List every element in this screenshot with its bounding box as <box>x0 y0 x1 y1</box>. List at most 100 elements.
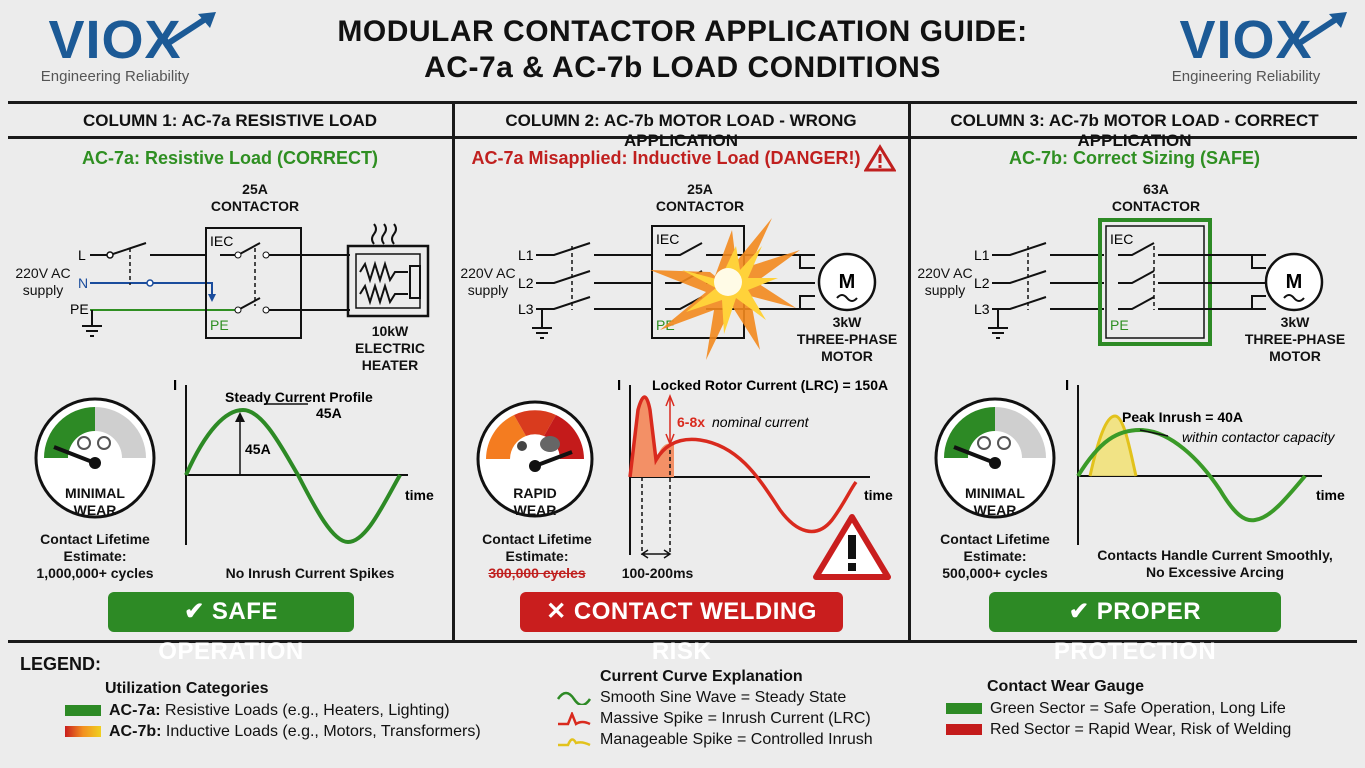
svg-text:IEC: IEC <box>1110 231 1133 247</box>
page-title: MODULAR CONTACTOR APPLICATION GUIDE: AC-… <box>300 14 1065 86</box>
glasses-icon <box>77 436 91 450</box>
svg-text:within contactor capacity: within contactor capacity <box>1182 429 1336 445</box>
controlled-inrush-chart: I time Peak Inrush = 40A within contacto… <box>1065 377 1345 545</box>
column-2-header: COLUMN 2: AC-7b MOTOR LOAD - WRONG APPLI… <box>505 111 857 150</box>
svg-text:45A: 45A <box>245 441 271 457</box>
legend-red-sector: Red Sector = Rapid Wear, Risk of Welding <box>946 719 1291 740</box>
column-divider-2 <box>908 101 911 643</box>
chart-note: No Inrush Current Spikes <box>225 565 395 581</box>
legend-green-sector: Green Sector = Safe Operation, Long Life <box>946 698 1286 719</box>
legend-ac7a: AC-7a: Resistive Loads (e.g., Heaters, L… <box>65 700 450 721</box>
svg-text:Peak Inrush = 40A: Peak Inrush = 40A <box>1122 409 1243 425</box>
chart-note: Contacts Handle Current Smoothly,No Exce… <box>1097 547 1333 580</box>
svg-text:L: L <box>78 247 86 263</box>
column-1-subtitle: AC-7a: Resistive Load (CORRECT) <box>81 148 379 168</box>
column-3-header: COLUMN 3: AC-7b MOTOR LOAD - CORRECT APP… <box>950 111 1319 150</box>
svg-text:N: N <box>78 275 88 291</box>
logo-wordmark: VIOX <box>1179 10 1313 70</box>
welding-risk-badge: ✕ CONTACT WELDING RISK <box>520 592 843 665</box>
divider-header <box>8 136 1357 139</box>
svg-text:L3: L3 <box>974 301 990 317</box>
legend-title: LEGEND: <box>20 654 101 674</box>
logo-arrow-icon <box>162 12 216 49</box>
logo-tagline: Engineering Reliability <box>40 68 190 85</box>
steady-current-chart: I time Steady Current Profile 45A 45A <box>173 377 434 545</box>
svg-text:time: time <box>405 487 434 503</box>
legend-curve-controlled: Manageable Spike = Controlled Inrush <box>556 729 873 750</box>
svg-text:45A: 45A <box>316 405 342 421</box>
check-icon: ✔ <box>1068 598 1097 625</box>
svg-text:time: time <box>864 487 893 503</box>
duration-label: 100-200ms <box>621 565 694 581</box>
proper-protection-badge: ✔ PROPER PROTECTION <box>989 592 1281 665</box>
title-line-2: AC-7a & AC-7b LOAD CONDITIONS <box>424 51 941 84</box>
svg-text:time: time <box>1316 487 1345 503</box>
small-spike-icon <box>558 738 591 747</box>
legend-curve-sine: Smooth Sine Wave = Steady State <box>556 687 846 708</box>
logo-wordmark: VIOX <box>48 10 182 70</box>
divider-top <box>8 101 1357 104</box>
legend-curve-spike: Massive Spike = Inrush Current (LRC) <box>556 708 871 729</box>
svg-text:PE: PE <box>210 317 229 333</box>
divider-bottom <box>8 640 1357 643</box>
motor-circuit-schematic-correct: L1 L2 L3 IEC PE M <box>974 218 1324 346</box>
wear-gauge-rapid <box>476 400 594 518</box>
column-3-subtitle: AC-7b: Correct Sizing (SAFE) <box>1008 148 1260 168</box>
viox-logo-right: VIOX Engineering Reliability <box>1141 8 1351 85</box>
debris-icon <box>540 436 560 452</box>
svg-text:L2: L2 <box>974 275 990 291</box>
svg-text:M: M <box>839 271 856 293</box>
svg-text:PE: PE <box>70 301 89 317</box>
sine-wave-icon <box>556 691 592 706</box>
motor-circuit-schematic-wrong: L1 L2 L3 IEC PE M <box>518 218 877 360</box>
curve-title: Current Curve Explanation <box>600 668 803 685</box>
wear-gauge-minimal <box>34 397 156 519</box>
danger-triangle-icon <box>813 514 891 580</box>
cross-icon: ✕ <box>546 598 574 625</box>
utilization-title: Utilization Categories <box>105 680 269 697</box>
svg-text:Steady Current Profile: Steady Current Profile <box>225 389 373 405</box>
svg-text:PE: PE <box>1110 317 1129 333</box>
column-divider-1 <box>452 101 455 643</box>
title-line-1: MODULAR CONTACTOR APPLICATION GUIDE: <box>337 15 1028 48</box>
column-1-header: COLUMN 1: AC-7a RESISTIVE LOAD <box>82 111 378 130</box>
legend-ac7b: AC-7b: Inductive Loads (e.g., Motors, Tr… <box>65 721 481 742</box>
heat-waves-icon <box>371 223 397 245</box>
wear-gauge-minimal <box>934 397 1056 519</box>
svg-text:6-8x: 6-8x <box>677 414 705 430</box>
spike-icon <box>558 710 591 726</box>
svg-text:I: I <box>617 377 621 394</box>
svg-text:L2: L2 <box>518 275 534 291</box>
svg-text:L3: L3 <box>518 301 534 317</box>
safe-operation-badge: ✔ SAFE OPERATION <box>108 592 354 665</box>
svg-text:I: I <box>1065 377 1069 394</box>
svg-text:I: I <box>173 377 177 394</box>
resistive-circuit-schematic: L N PE IEC PE <box>70 223 430 339</box>
svg-text:Locked Rotor Current (LRC) = 1: Locked Rotor Current (LRC) = 150A <box>652 377 888 393</box>
svg-text:IEC: IEC <box>656 231 679 247</box>
svg-text:L1: L1 <box>518 247 534 263</box>
logo-arrow-icon <box>1293 12 1347 49</box>
warning-triangle-icon <box>864 144 896 172</box>
inrush-current-chart: I time Locked Rotor Current (LRC) = 150A… <box>617 377 893 559</box>
glasses-icon <box>977 436 991 450</box>
explosion-icon <box>650 218 800 360</box>
svg-text:L1: L1 <box>974 247 990 263</box>
svg-text:nominal current: nominal current <box>712 414 810 430</box>
check-icon: ✔ <box>184 598 212 625</box>
svg-text:M: M <box>1286 271 1303 293</box>
svg-text:PE: PE <box>656 317 675 333</box>
column-2-subtitle: AC-7a Misapplied: Inductive Load (DANGER… <box>471 148 861 168</box>
